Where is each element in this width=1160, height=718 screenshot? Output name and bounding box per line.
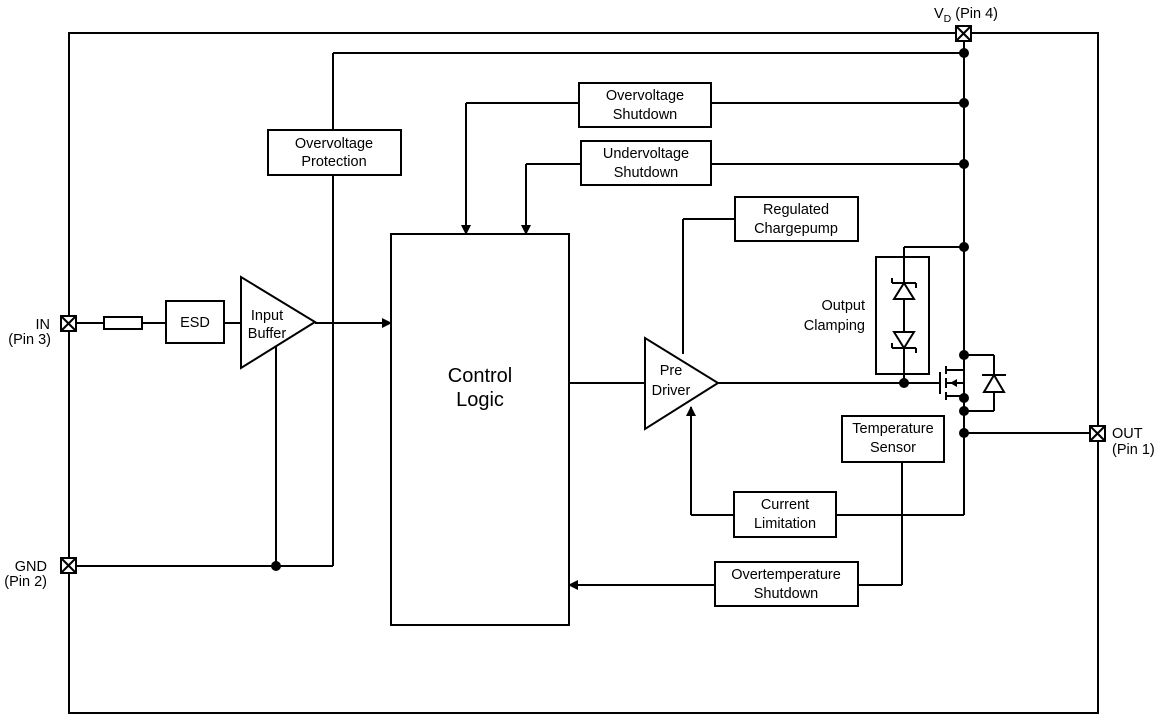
pin-in-name: IN — [36, 317, 51, 333]
svg-text:Overvoltage: Overvoltage — [295, 136, 373, 152]
svg-text:Chargepump: Chargepump — [754, 221, 838, 237]
svg-text:Input: Input — [251, 308, 283, 324]
svg-text:Overtemperature: Overtemperature — [731, 567, 841, 583]
pin-gnd: GND (Pin 2) — [4, 557, 77, 590]
svg-text:Driver: Driver — [652, 383, 691, 399]
svg-text:Overvoltage: Overvoltage — [606, 88, 684, 104]
undervoltage-shutdown-block: Undervoltage Shutdown — [580, 140, 712, 186]
svg-text:Protection: Protection — [301, 154, 366, 170]
pin-in: IN (Pin 3) — [8, 315, 77, 348]
svg-text:Temperature: Temperature — [852, 421, 933, 437]
wiring — [76, 41, 1090, 590]
pre-driver-block: Pre Driver — [644, 336, 720, 431]
svg-text:Shutdown: Shutdown — [613, 107, 678, 123]
svg-text:Shutdown: Shutdown — [614, 165, 679, 181]
control-logic-block: Control Logic — [390, 233, 570, 626]
pin-vd: VD (Pin 4) — [934, 6, 998, 42]
input-buffer-block: Input Buffer — [240, 275, 317, 370]
regulated-chargepump-block: Regulated Chargepump — [734, 196, 859, 242]
pin-vd-name: V — [934, 6, 944, 22]
pin-vd-number: (Pin 4) — [951, 6, 998, 22]
pin-out-number: (Pin 1) — [1112, 442, 1155, 458]
svg-text:Shutdown: Shutdown — [754, 586, 819, 602]
svg-text:Buffer: Buffer — [248, 326, 287, 342]
pin-gnd-number: (Pin 2) — [4, 574, 47, 590]
resistor-symbol — [103, 316, 143, 330]
svg-text:Limitation: Limitation — [754, 516, 816, 532]
svg-text:Sensor: Sensor — [870, 440, 916, 456]
pin-gnd-name: GND — [15, 559, 47, 575]
output-clamping-block: Output Clamping — [804, 256, 930, 375]
pin-out: OUT (Pin 1) — [1089, 425, 1155, 458]
svg-text:VD (Pin 4): VD (Pin 4) — [934, 6, 998, 25]
chip-outline — [68, 32, 1099, 714]
overvoltage-shutdown-block: Overvoltage Shutdown — [578, 82, 712, 128]
svg-text:Logic: Logic — [456, 389, 504, 411]
overtemperature-shutdown-block: Overtemperature Shutdown — [714, 561, 859, 607]
svg-text:Current: Current — [761, 497, 809, 513]
svg-text:Clamping: Clamping — [804, 318, 865, 334]
pin-vd-sub: D — [944, 13, 952, 25]
svg-text:Pre: Pre — [660, 363, 683, 379]
power-mosfet-symbol — [939, 354, 1006, 412]
svg-text:Output: Output — [821, 298, 865, 314]
svg-text:ESD: ESD — [180, 315, 210, 331]
overvoltage-protection-block: Overvoltage Protection — [267, 129, 402, 176]
svg-text:Control: Control — [448, 365, 512, 387]
svg-text:Undervoltage: Undervoltage — [603, 146, 689, 162]
temperature-sensor-block: Temperature Sensor — [841, 415, 945, 463]
current-limitation-block: Current Limitation — [733, 491, 837, 538]
esd-block: ESD — [165, 300, 225, 344]
pin-in-number: (Pin 3) — [8, 332, 51, 348]
pin-out-name: OUT — [1112, 426, 1143, 442]
svg-text:Regulated: Regulated — [763, 202, 829, 218]
